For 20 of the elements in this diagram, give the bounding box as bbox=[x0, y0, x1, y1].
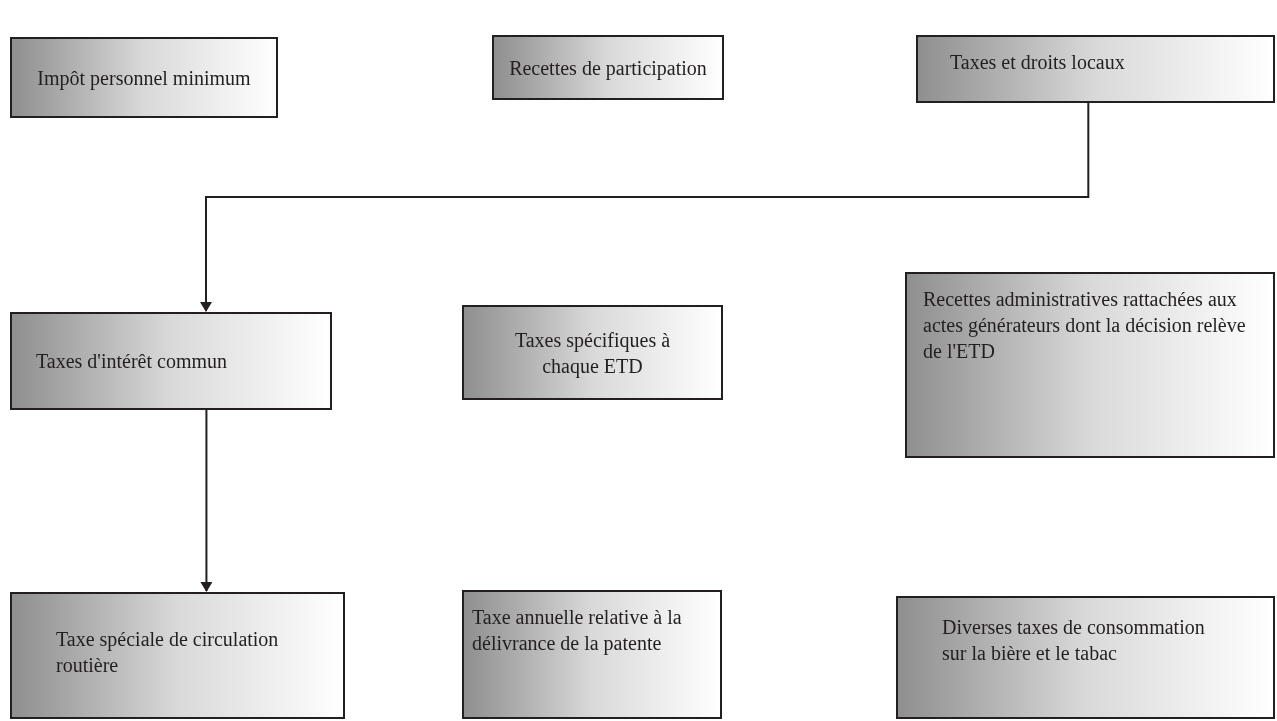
box-label: Recettes de participation bbox=[509, 55, 707, 81]
arrow bbox=[200, 102, 1090, 312]
box-label: Taxes et droits locaux bbox=[950, 50, 1125, 75]
arrow bbox=[200, 409, 213, 592]
category-box bbox=[896, 596, 1275, 719]
category-box bbox=[10, 312, 332, 410]
category-box bbox=[462, 305, 723, 400]
category-box bbox=[905, 272, 1275, 458]
category-box bbox=[462, 590, 722, 719]
category-box bbox=[492, 35, 724, 100]
box-label: Impôt personnel minimum bbox=[37, 65, 251, 91]
category-box bbox=[10, 37, 278, 118]
category-box bbox=[10, 592, 345, 719]
box-label: Taxes d'intérêt commun bbox=[36, 349, 228, 374]
category-box bbox=[916, 35, 1275, 103]
box-label: Recettes administratives rattachées aux actes générateurs dont la décision relève de l'ETD bbox=[923, 287, 1247, 364]
box-label: Taxe spéciale de circulation routière bbox=[56, 627, 279, 678]
box-label: Diverses taxes de consommation sur la bière et le tabac bbox=[942, 615, 1206, 666]
box-label: Taxe annuelle relative à la délivrance de la patente bbox=[472, 605, 683, 656]
box-label: Taxes spécifiques à chaque ETD bbox=[513, 327, 672, 379]
